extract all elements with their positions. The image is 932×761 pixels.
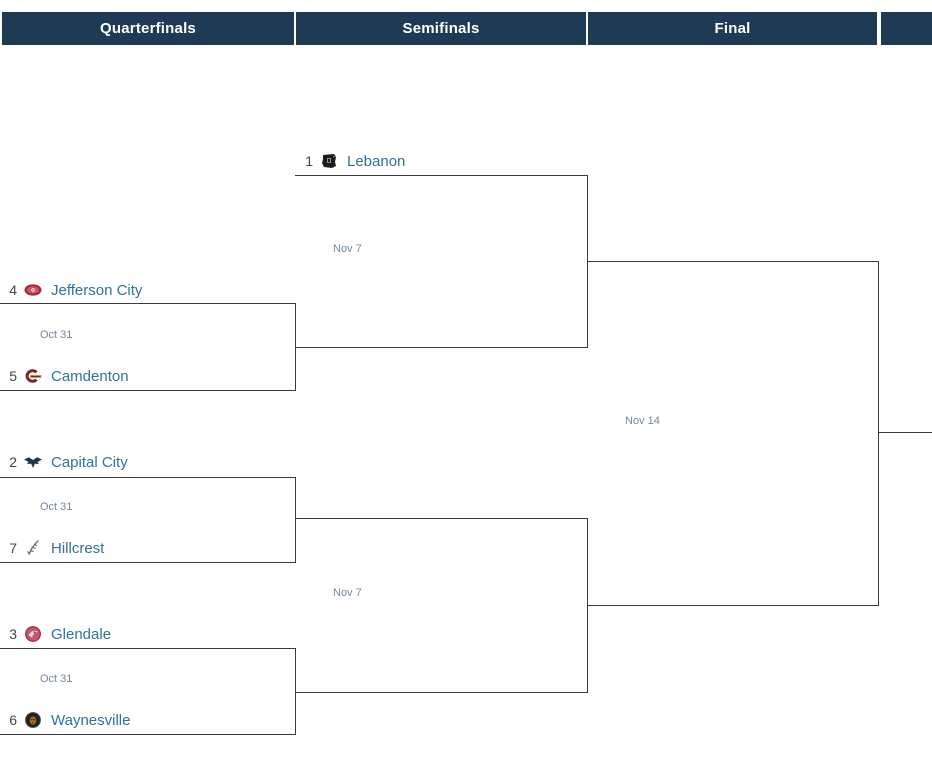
- team-row-waynesville: 6 Waynesville: [7, 709, 130, 731]
- team-row-jefferson-city: 4 Jefferson City: [7, 279, 142, 301]
- team-row-capital-city: 2 Capital City: [7, 451, 128, 473]
- match-date-quarterfinal-2: Oct 31: [40, 501, 73, 513]
- round-header-cutoff: [881, 12, 932, 45]
- match-box-final: [587, 261, 879, 606]
- seed-number: 5: [9, 368, 17, 384]
- team-row-hillcrest: 7 Hillcrest: [7, 537, 104, 559]
- glendale-logo-icon: [24, 626, 42, 642]
- team-link-glendale[interactable]: Glendale: [51, 625, 112, 643]
- seed-number: 6: [9, 712, 17, 728]
- team-link-capital-city[interactable]: Capital City: [51, 453, 128, 471]
- team-row-camdenton: 5 Camdenton: [7, 365, 129, 387]
- champion-connector-line: [878, 432, 932, 433]
- team-link-jefferson-city[interactable]: Jefferson City: [51, 281, 143, 299]
- round-header-final: Final: [588, 12, 877, 45]
- team-link-waynesville[interactable]: Waynesville: [51, 711, 131, 729]
- team-link-lebanon[interactable]: Lebanon: [347, 152, 406, 170]
- team-row-lebanon: 1 Lebanon: [303, 150, 405, 172]
- lebanon-logo-icon: [320, 153, 338, 169]
- match-box-quarterfinal-3: [0, 648, 296, 735]
- seed-number: 1: [305, 153, 313, 169]
- match-box-quarterfinal-2: [0, 477, 296, 563]
- seed-number: 3: [9, 626, 17, 642]
- hillcrest-logo-icon: [24, 540, 42, 556]
- team-link-hillcrest[interactable]: Hillcrest: [51, 539, 105, 557]
- match-date-final: Nov 14: [625, 415, 660, 427]
- match-box-semifinal-1: [295, 175, 588, 348]
- waynesville-logo-icon: [24, 712, 42, 728]
- team-link-camdenton[interactable]: Camdenton: [51, 367, 129, 385]
- match-date-semifinal-1: Nov 7: [333, 243, 362, 255]
- round-header-quarterfinals: Quarterfinals: [2, 12, 294, 45]
- camdenton-logo-icon: [24, 368, 42, 384]
- match-date-quarterfinal-3: Oct 31: [40, 673, 73, 685]
- team-row-glendale: 3 Glendale: [7, 623, 111, 645]
- match-date-semifinal-2: Nov 7: [333, 587, 362, 599]
- seed-number: 7: [9, 540, 17, 556]
- match-box-semifinal-2: [295, 518, 588, 693]
- jefferson-city-logo-icon: [24, 282, 42, 298]
- seed-number: 2: [9, 454, 17, 470]
- match-date-quarterfinal-1: Oct 31: [40, 329, 73, 341]
- round-header-semifinals: Semifinals: [296, 12, 586, 45]
- seed-number: 4: [9, 282, 17, 298]
- capital-city-logo-icon: [24, 454, 42, 470]
